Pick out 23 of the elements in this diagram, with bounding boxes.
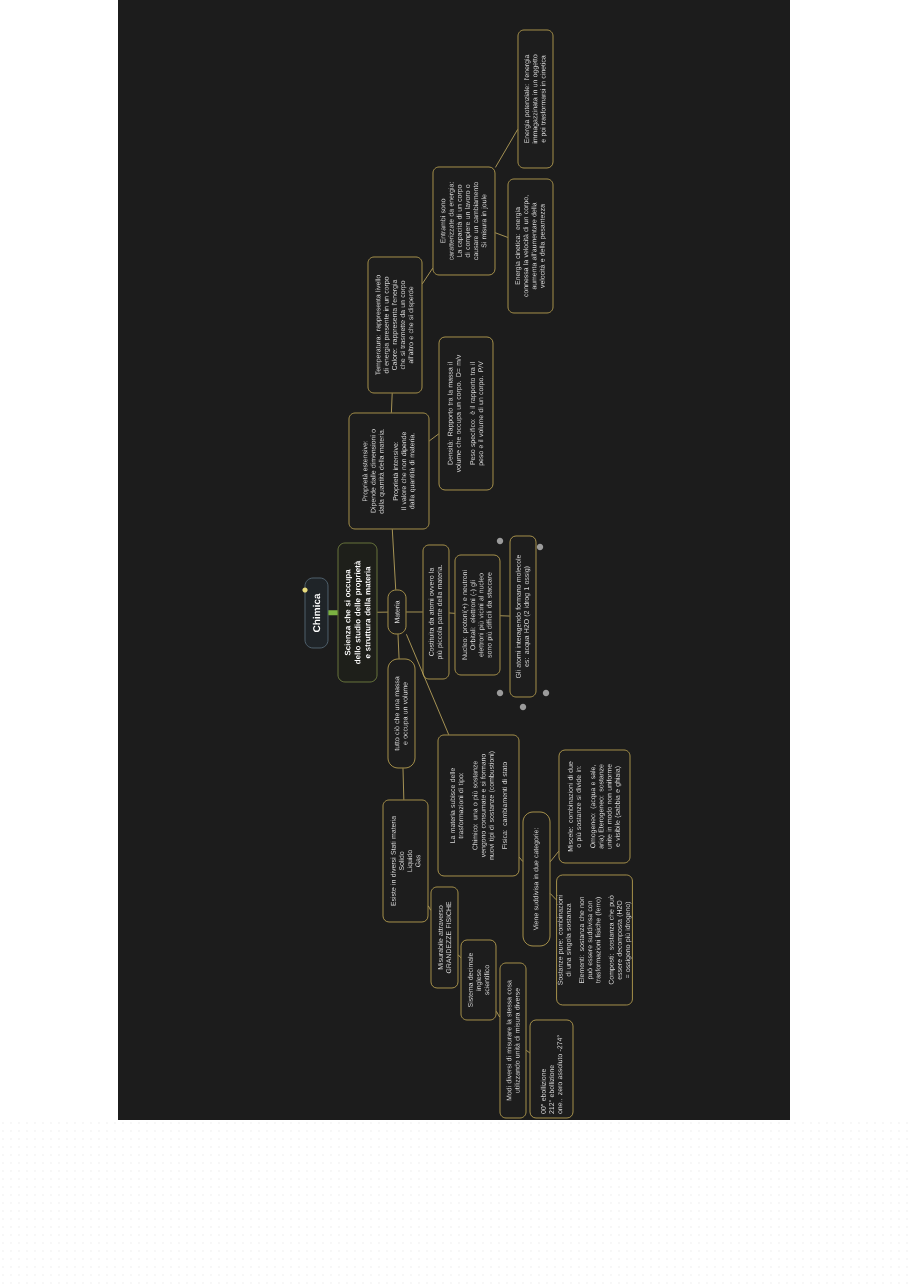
connector-line (397, 634, 400, 659)
main-topic-box: Scienza che si occupa dello studio delle proprietà e struttura della materia (337, 542, 378, 683)
connector-line (406, 633, 450, 735)
connector-line (328, 610, 338, 616)
connector-line (449, 612, 455, 614)
connector-line (495, 232, 508, 238)
connector-line (550, 893, 557, 901)
connector-line (500, 615, 510, 617)
connector-line (406, 611, 423, 613)
central-topic-box: Chimica (304, 577, 329, 649)
connector-line (422, 267, 433, 285)
connector-line (458, 954, 461, 959)
connector-line (496, 1011, 500, 1018)
connector-line (526, 1050, 530, 1054)
connector-line (402, 768, 405, 800)
connector-line (377, 611, 388, 613)
connector-line (429, 433, 439, 442)
connector-line (391, 393, 393, 413)
connector-line (428, 905, 431, 911)
connector-line (391, 529, 397, 590)
connector-line (495, 129, 518, 168)
connector-line (550, 850, 559, 862)
connector-line (519, 856, 523, 862)
